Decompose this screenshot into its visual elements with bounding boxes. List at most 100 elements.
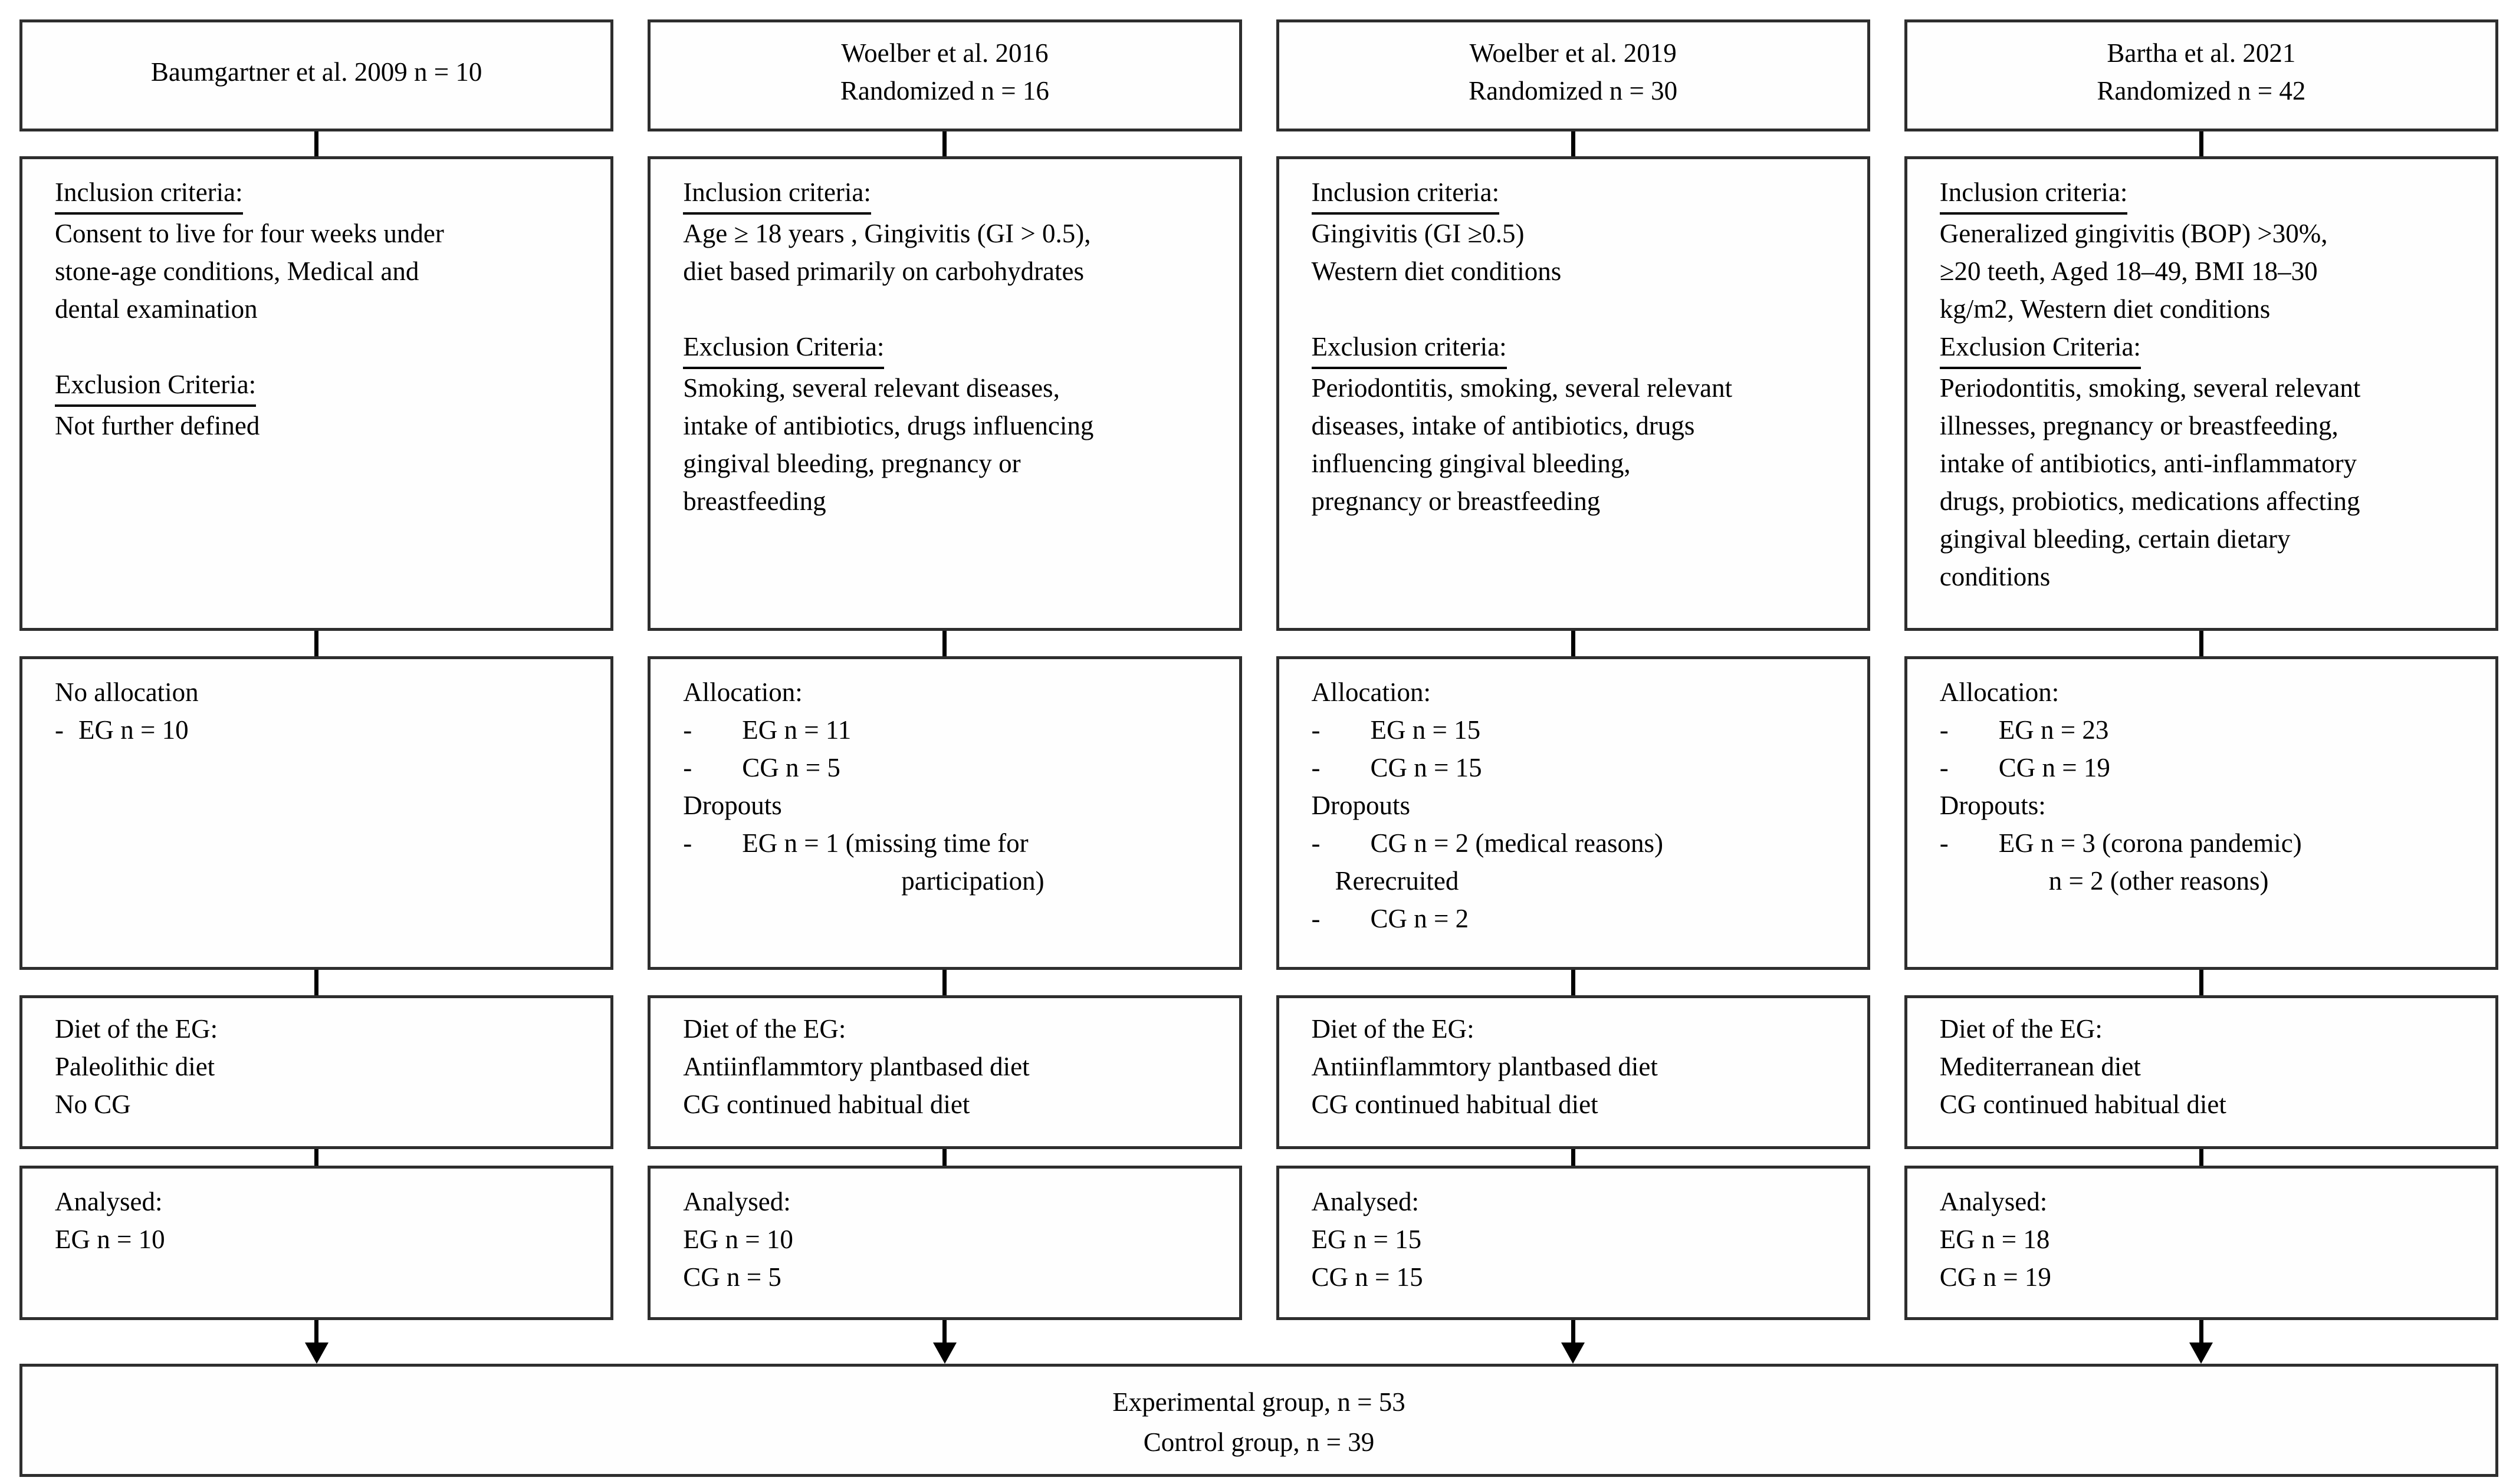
allocation-line: n = 2 (other reasons): [2048, 866, 2269, 896]
allocation-line: - CG n = 2: [1312, 900, 1835, 937]
inclusion-heading-text: Inclusion criteria:: [55, 173, 243, 215]
allocation-line: Rerecruited: [1335, 866, 1459, 896]
study-subtitle: Randomized n = 30: [1469, 76, 1678, 106]
diet-box: Diet of the EG: Paleolithic diet No CG: [19, 995, 614, 1149]
dash-bullet: -: [683, 753, 692, 782]
diet-line: Antiinflammtory plantbased diet: [1311, 1052, 1658, 1081]
allocation-line: No allocation: [55, 677, 199, 707]
inclusion-line: kg/m2, Western diet conditions: [1939, 294, 2271, 324]
analysed-line: Analysed:: [1939, 1187, 2048, 1216]
allocation-line: - EG n = 10: [55, 711, 578, 749]
analysed-box: Analysed: EG n = 10 CG n = 5: [648, 1166, 1242, 1320]
exclusion-line: Smoking, several relevant diseases,: [683, 373, 1060, 403]
inclusion-line: Gingivitis (GI ≥0.5): [1311, 219, 1525, 248]
inclusion-line: diet based primarily on carbohydrates: [683, 256, 1085, 286]
exclusion-line: illnesses, pregnancy or breastfeeding,: [1939, 411, 2338, 440]
allocation-line: - CG n = 15: [1312, 749, 1835, 787]
diet-line: Diet of the EG:: [1311, 1014, 1474, 1044]
exclusion-line: intake of antibiotics, drugs influencing: [683, 411, 1094, 440]
diet-line: Antiinflammtory plantbased diet: [683, 1052, 1030, 1081]
exclusion-line: Not further defined: [55, 411, 260, 440]
arrow-down-icon: [1276, 1320, 1870, 1364]
criteria-box: Inclusion criteria: Age ≥ 18 years , Gin…: [648, 156, 1242, 631]
allocation-line: - CG n = 19: [1940, 749, 2463, 787]
connector-line: [1904, 131, 2498, 156]
arrow-stem: [942, 1320, 947, 1342]
analysed-line: CG n = 5: [683, 1262, 781, 1292]
dash-bullet: -: [683, 715, 692, 745]
arrow-down-icon: [648, 1320, 1241, 1364]
exclusion-line: pregnancy or breastfeeding: [1311, 486, 1601, 516]
study-title: Baumgartner et al. 2009 n = 10: [150, 57, 482, 87]
exclusion-line: breastfeeding: [683, 486, 826, 516]
arrow-head: [2189, 1342, 2213, 1364]
allocation-value: EG n = 15: [1370, 715, 1481, 745]
inclusion-line: Generalized gingivitis (BOP) >30%,: [1939, 219, 2328, 248]
dash-bullet: -: [1311, 828, 1321, 858]
inclusion-heading-text: Inclusion criteria:: [1939, 173, 2128, 215]
arrow-down-icon: [1904, 1320, 2498, 1364]
column-woelber-2016: Woelber et al. 2016 Randomized n = 16 In…: [648, 19, 1242, 1364]
criteria-box: Inclusion criteria: Consent to live for …: [19, 156, 614, 631]
analysed-line: CG n = 19: [1939, 1262, 2051, 1292]
spacer: [683, 290, 1206, 328]
vertical-line: [314, 970, 319, 995]
vertical-line: [942, 131, 947, 156]
allocation-value: EG n = 3 (corona pandemic): [1998, 828, 2302, 858]
analysed-box: Analysed: EG n = 10: [19, 1166, 614, 1320]
arrow-down-icon: [19, 1320, 613, 1364]
allocation-line: Allocation:: [683, 677, 803, 707]
dash-bullet: -: [55, 715, 64, 745]
study-header-box: Bartha et al. 2021 Randomized n = 42: [1904, 19, 2498, 131]
inclusion-line: stone-age conditions, Medical and: [55, 256, 419, 286]
exclusion-line: Periodontitis, smoking, several relevant: [1939, 373, 2361, 403]
diet-line: Diet of the EG:: [683, 1014, 846, 1044]
allocation-box: No allocation - EG n = 10: [19, 656, 614, 970]
column-bartha-2021: Bartha et al. 2021 Randomized n = 42 Inc…: [1904, 19, 2498, 1364]
inclusion-heading: Inclusion criteria:: [683, 173, 1206, 215]
diet-line: CG continued habitual diet: [683, 1090, 970, 1119]
arrow-head: [1561, 1342, 1585, 1364]
summary-box: Experimental group, n = 53 Control group…: [19, 1364, 2498, 1477]
inclusion-line: Consent to live for four weeks under: [55, 219, 444, 248]
allocation-line: Allocation:: [1311, 677, 1431, 707]
inclusion-heading-text: Inclusion criteria:: [1311, 173, 1500, 215]
criteria-box: Inclusion criteria: Generalized gingivit…: [1904, 156, 2498, 631]
vertical-line: [2199, 1149, 2203, 1166]
allocation-value: CG n = 15: [1370, 753, 1482, 782]
analysed-line: Analysed:: [55, 1187, 163, 1216]
study-header-box: Baumgartner et al. 2009 n = 10: [19, 19, 614, 131]
analysed-line: CG n = 15: [1311, 1262, 1423, 1292]
connector-line: [648, 970, 1241, 995]
dash-bullet: -: [1311, 753, 1321, 782]
connector-line: [1904, 1149, 2498, 1166]
dash-bullet: -: [683, 828, 692, 858]
vertical-line: [1571, 1149, 1575, 1166]
allocation-value: EG n = 1 (missing time for: [742, 828, 1029, 858]
study-title: Woelber et al. 2019: [1469, 38, 1677, 68]
inclusion-heading: Inclusion criteria:: [1939, 173, 2463, 215]
allocation-line: Dropouts: [1311, 791, 1411, 820]
exclusion-heading: Exclusion Criteria:: [683, 328, 1206, 369]
analysed-line: Analysed:: [683, 1187, 791, 1216]
inclusion-line: Age ≥ 18 years , Gingivitis (GI > 0.5),: [683, 219, 1091, 248]
allocation-line: - EG n = 1 (missing time for: [683, 824, 1206, 862]
allocation-line: Dropouts: [683, 791, 782, 820]
diet-line: CG continued habitual diet: [1311, 1090, 1598, 1119]
allocation-box: Allocation: - EG n = 23 - CG n = 19 Drop…: [1904, 656, 2498, 970]
allocation-box: Allocation: - EG n = 15 - CG n = 15 Drop…: [1276, 656, 1870, 970]
summary-control-total: Control group, n = 39: [1143, 1427, 1375, 1457]
inclusion-heading: Inclusion criteria:: [1311, 173, 1835, 215]
vertical-line: [1571, 131, 1575, 156]
vertical-line: [2199, 631, 2203, 656]
allocation-line: Dropouts:: [1939, 791, 2046, 820]
exclusion-line: intake of antibiotics, anti-inflammatory: [1939, 449, 2357, 478]
dash-bullet: -: [1311, 904, 1321, 933]
vertical-line: [942, 1149, 947, 1166]
connector-line: [648, 1149, 1241, 1166]
dash-bullet: -: [1939, 753, 1949, 782]
spacer: [55, 328, 578, 366]
study-columns: Baumgartner et al. 2009 n = 10 Inclusion…: [19, 19, 2498, 1364]
connector-line: [19, 1149, 613, 1166]
connector-line: [19, 131, 613, 156]
